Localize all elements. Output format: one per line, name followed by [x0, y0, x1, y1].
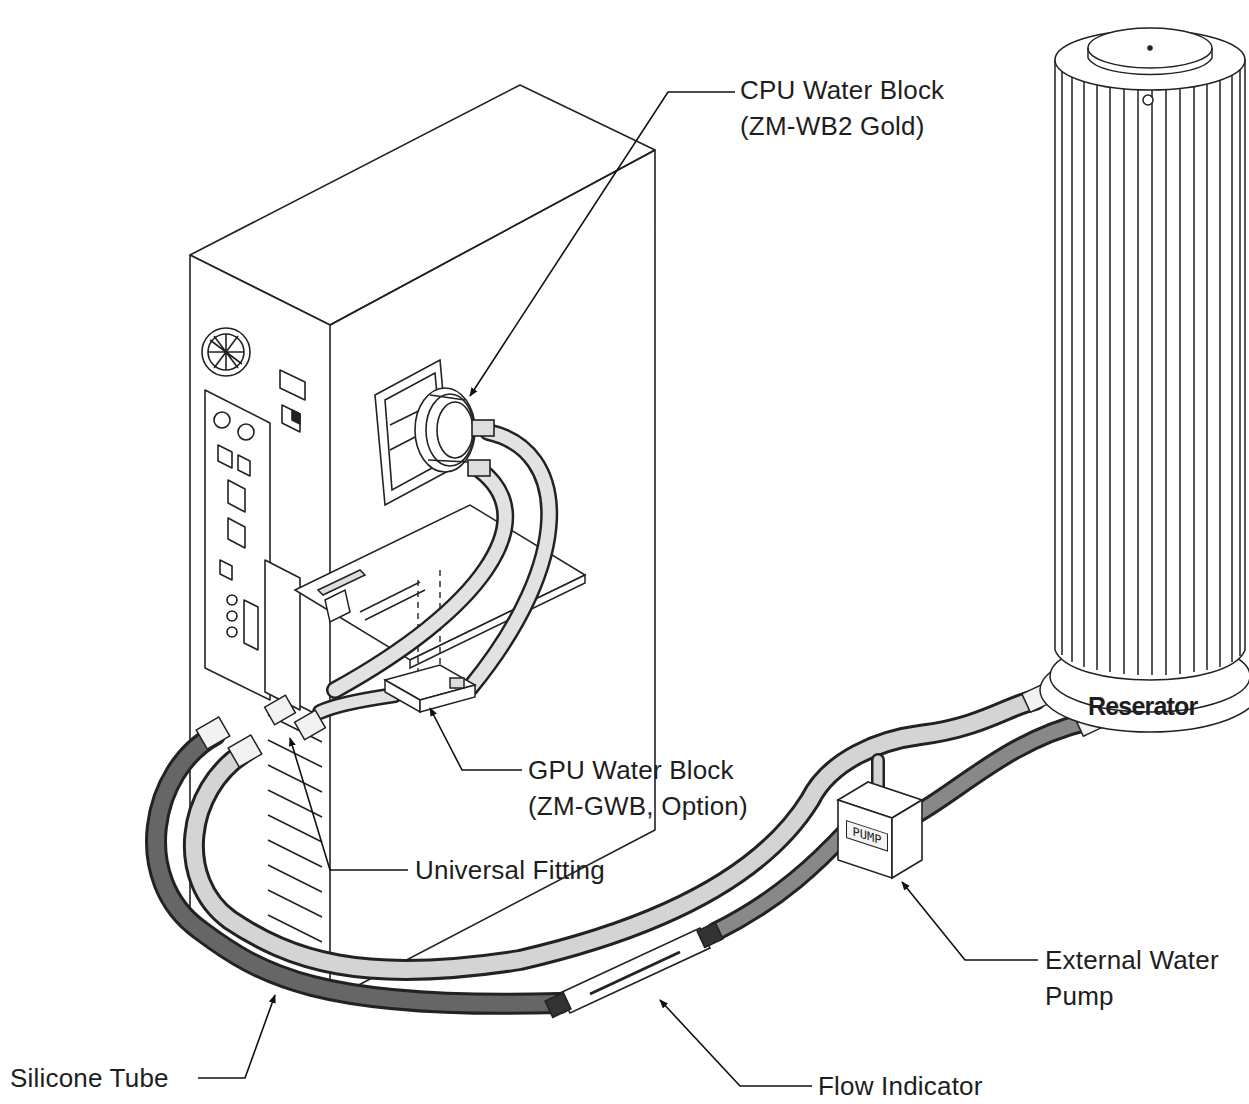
- callout-label: CPU Water Block (ZM-WB2 Gold): [740, 72, 1002, 144]
- callout-label: GPU Water Block (ZM-GWB, Option): [528, 752, 790, 824]
- callout-label: Reserator: [1088, 688, 1248, 724]
- fittings: [196, 684, 1105, 767]
- callout-label: Universal Fitting: [415, 852, 677, 888]
- silicone-tubes: [156, 700, 1085, 1004]
- reserator: [1040, 28, 1249, 732]
- gpu-water-block: [385, 665, 475, 712]
- leader-lines: [198, 92, 1038, 1086]
- callout-label: Silicone Tube: [10, 1060, 230, 1096]
- water-pump: [838, 782, 922, 878]
- callout-label: Flow Indicator: [818, 1068, 1048, 1104]
- cpu-water-block: [375, 360, 494, 505]
- callout-label: External Water Pump: [1045, 942, 1245, 1014]
- flow-indicator: [545, 923, 723, 1018]
